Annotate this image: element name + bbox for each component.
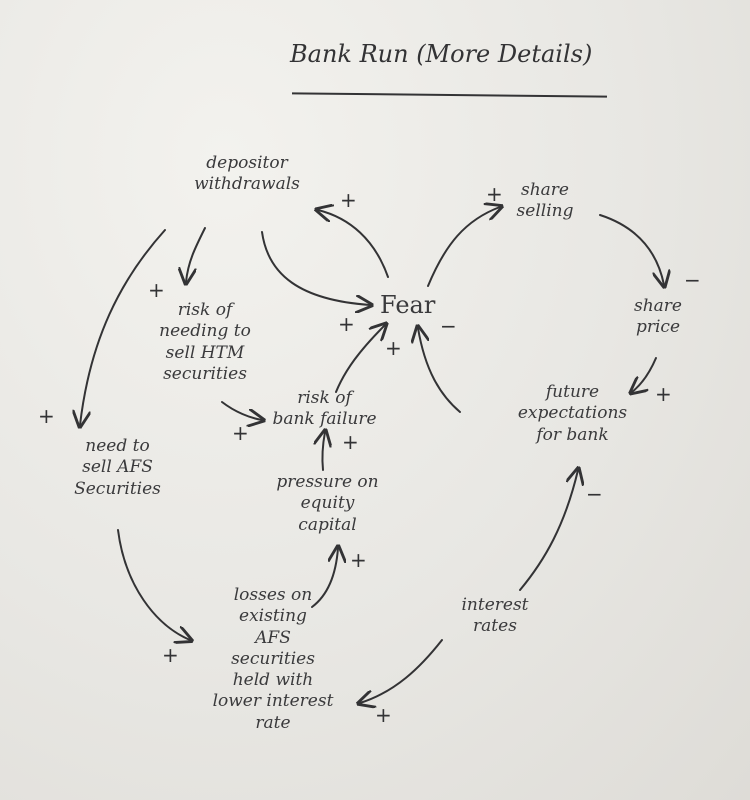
sign-rates-to-losses: + (375, 703, 392, 727)
node-label-line: rate (255, 712, 291, 733)
node-label-line: interest (461, 595, 529, 615)
node-label-line: existing (239, 606, 307, 627)
node-losses-afs: losses on existing AFS securities held w… (198, 585, 348, 734)
node-share-selling: share selling (500, 180, 590, 223)
node-interest-rates: interest rates (440, 595, 550, 638)
node-label-line: equity (300, 493, 355, 514)
arrow-rates-to-expectations (519, 470, 578, 591)
arrow-fear-to-share-selling (427, 207, 500, 287)
arrow-price-to-expectations (632, 357, 657, 392)
arrow-withdrawals-to-htm (186, 227, 206, 282)
node-label-line: depositor (206, 153, 288, 173)
node-label-line: price (635, 317, 681, 338)
node-label-line: risk of (297, 388, 352, 408)
node-label-line: losses on (233, 585, 313, 605)
node-label-line: share (521, 180, 569, 200)
node-fear: Fear (380, 291, 436, 319)
node-label-line: future (545, 382, 600, 402)
sign-pressure-to-bankfailure: + (342, 430, 359, 454)
arrow-pressure-to-bankfailure (322, 432, 325, 471)
node-label-line: expectations (517, 403, 628, 424)
arrow-bankfailure-to-fear (335, 325, 385, 393)
sign-fear-to-share-selling: + (486, 182, 503, 206)
sign-bankfailure-to-fear: + (385, 336, 402, 360)
node-label-line: capital (298, 514, 357, 535)
sign-htm-to-bankfailure: + (232, 421, 249, 445)
node-label-line: needing to (159, 321, 251, 342)
node-pressure-equity: pressure on equity capital (265, 472, 390, 536)
node-share-price: share price (618, 296, 698, 339)
sign-fear-to-withdrawals: + (340, 188, 357, 212)
node-label-line: lower interest (212, 691, 334, 712)
arrow-afs-to-losses (117, 529, 190, 640)
arrow-expectations-to-fear (418, 328, 461, 413)
arrow-withdrawals-to-fear (261, 231, 370, 305)
sign-withdrawals-to-afs: + (38, 404, 55, 428)
node-label-line: withdrawals (194, 174, 300, 195)
sign-afs-to-losses: + (162, 643, 179, 667)
arrow-fear-to-withdrawals (318, 210, 389, 278)
node-label-line: securities (163, 363, 247, 384)
node-risk-needing-htm: risk of needing to sell HTM securities (145, 300, 265, 385)
diagram-title: Bank Run (More Details) (290, 40, 593, 68)
node-label-line: bank failure (272, 409, 377, 430)
arrow-htm-to-bankfailure (221, 401, 262, 420)
node-label-line: securities (231, 648, 315, 669)
node-label-line: risk of (177, 300, 233, 320)
node-risk-bank-failure: risk of bank failure (262, 388, 387, 431)
node-label-line: need to (85, 436, 150, 456)
node-depositor-withdrawals: depositor withdrawals (172, 153, 322, 196)
arrow-rates-to-losses (360, 639, 443, 703)
sign-selling-to-price: − (684, 268, 701, 292)
node-need-sell-afs: need to sell AFS Securities (55, 436, 180, 500)
node-label-line: held with (232, 670, 314, 690)
node-label-line: pressure on (276, 472, 379, 492)
sign-price-to-expectations: + (655, 382, 672, 406)
node-label-line: selling (516, 201, 574, 222)
sign-losses-to-pressure: + (350, 548, 367, 572)
sign-withdrawals-to-htm: + (148, 278, 165, 302)
node-label-line: sell AFS (82, 457, 153, 478)
node-label-line: Securities (74, 478, 161, 499)
node-label-line: for bank (536, 424, 609, 445)
sign-rates-to-expectations: − (586, 482, 603, 506)
sign-withdrawals-to-fear: + (338, 312, 355, 336)
node-label-line: sell HTM (165, 342, 245, 363)
arrow-losses-to-pressure (311, 548, 338, 608)
node-label-line: share (634, 296, 682, 316)
arrow-selling-to-price (599, 214, 664, 285)
sign-expectations-to-fear: − (440, 314, 457, 338)
arrow-withdrawals-to-afs (80, 229, 166, 425)
node-label-line: AFS (255, 627, 291, 648)
node-future-expectations: future expectations for bank (490, 382, 655, 446)
node-label-line: rates (473, 616, 517, 637)
